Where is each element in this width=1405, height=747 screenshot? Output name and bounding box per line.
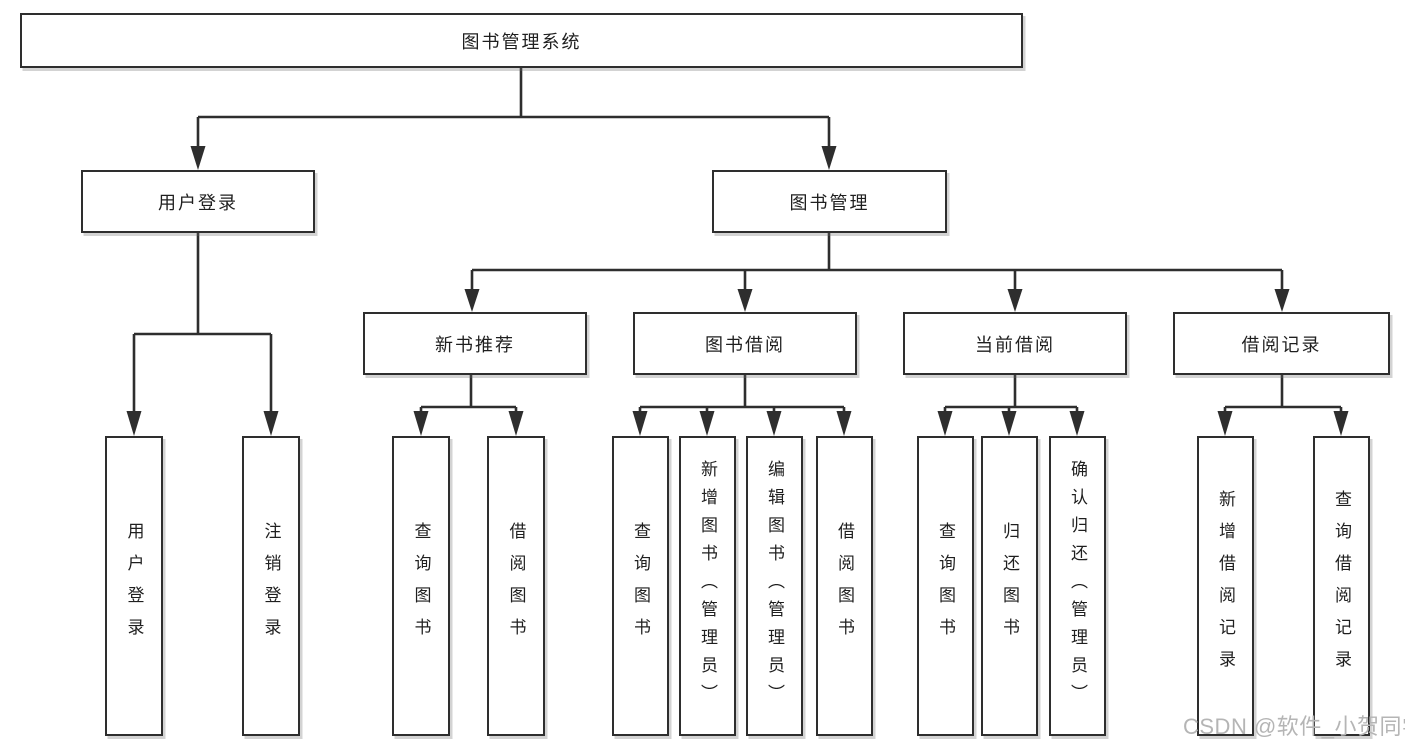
leaf-label: 查询图书 bbox=[411, 522, 431, 650]
arrowhead-icons bbox=[126, 146, 1349, 436]
leaf-label: 查询图书 bbox=[631, 522, 650, 650]
node-current-borrowing: 当前借阅 bbox=[903, 312, 1127, 375]
node-new-book-recommendation: 新书推荐 bbox=[363, 312, 587, 375]
leaf-label: 查询图书 bbox=[936, 522, 955, 650]
leaf-label: 借阅图书 bbox=[506, 522, 526, 650]
node-label: 图书管理系统 bbox=[461, 31, 582, 52]
leaf-label: 编辑图书（管理员） bbox=[765, 460, 784, 712]
leaf-add-borrow-record: 新增借阅记录 bbox=[1197, 436, 1254, 736]
node-label: 用户登录 bbox=[158, 192, 238, 213]
leaf-current-query-books: 查询图书 bbox=[917, 436, 974, 736]
node-book-management-branch: 图书管理 bbox=[712, 170, 947, 233]
leaf-label: 新增借阅记录 bbox=[1216, 490, 1235, 682]
leaf-logout: 注销登录 bbox=[242, 436, 300, 736]
node-label: 当前借阅 bbox=[975, 334, 1055, 355]
node-label: 图书管理 bbox=[789, 192, 870, 213]
leaf-label: 注销登录 bbox=[261, 522, 281, 650]
leaf-query-borrow-record: 查询借阅记录 bbox=[1313, 436, 1370, 736]
node-label: 图书借阅 bbox=[705, 334, 785, 355]
node-label: 借阅记录 bbox=[1241, 334, 1322, 355]
leaf-label: 确认归还（管理员） bbox=[1068, 460, 1087, 712]
node-user-login-branch: 用户登录 bbox=[81, 170, 315, 233]
leaf-user-login: 用户登录 bbox=[105, 436, 163, 736]
leaf-label: 查询借阅记录 bbox=[1332, 490, 1351, 682]
csdn-watermark: CSDN @软件_小贺同学 bbox=[1183, 714, 1405, 739]
leaf-borrowing-query-books: 查询图书 bbox=[612, 436, 669, 736]
leaf-label: 借阅图书 bbox=[835, 522, 854, 650]
leaf-borrowing-borrow-books: 借阅图书 bbox=[816, 436, 873, 736]
leaf-label: 用户登录 bbox=[124, 522, 144, 650]
node-label: 新书推荐 bbox=[435, 334, 515, 355]
leaf-add-books-admin: 新增图书（管理员） bbox=[679, 436, 736, 736]
leaf-label: 新增图书（管理员） bbox=[698, 460, 717, 712]
leaf-label: 归还图书 bbox=[1000, 522, 1019, 650]
leaf-return-books: 归还图书 bbox=[981, 436, 1038, 736]
leaf-recommend-query-books: 查询图书 bbox=[392, 436, 450, 736]
leaf-confirm-return-admin: 确认归还（管理员） bbox=[1049, 436, 1106, 736]
node-library-management-system: 图书管理系统 bbox=[20, 13, 1023, 68]
leaf-edit-books-admin: 编辑图书（管理员） bbox=[746, 436, 803, 736]
node-book-borrowing: 图书借阅 bbox=[633, 312, 857, 375]
node-borrowing-records: 借阅记录 bbox=[1173, 312, 1390, 375]
leaf-recommend-borrow-books: 借阅图书 bbox=[487, 436, 545, 736]
